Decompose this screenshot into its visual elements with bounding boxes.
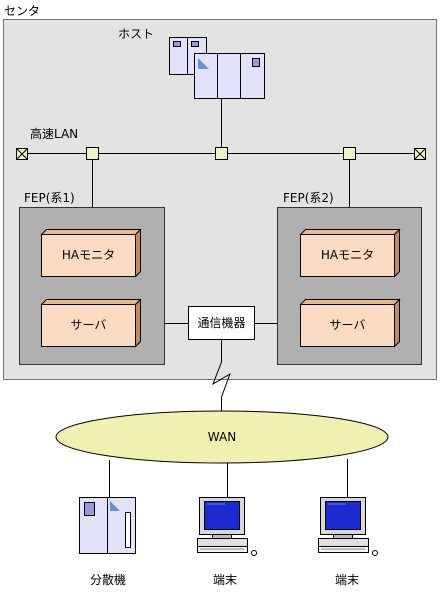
host-icon — [169, 37, 265, 99]
lan-node-fep1 — [86, 147, 99, 160]
host-label: ホスト — [118, 27, 155, 41]
fep2-server-box — [299, 298, 401, 348]
comm-device-label: 通信機器 — [197, 316, 246, 330]
terminal2-label: 端末 — [334, 573, 359, 587]
fep1-server-label: サーバ — [70, 318, 107, 332]
fep1-server-box — [40, 298, 142, 348]
wan-cloud — [55, 410, 389, 464]
comm-device-box — [188, 306, 255, 340]
terminal1-icon — [197, 497, 257, 556]
lan-node-host — [215, 147, 228, 160]
fep1-monitor-box — [40, 228, 142, 278]
center-label: センタ — [4, 4, 41, 18]
lan-terminator-right — [414, 148, 426, 160]
fep1-label: FEP(系1) — [24, 191, 75, 205]
wan-uplink — [212, 340, 231, 411]
terminal1-label: 端末 — [212, 573, 237, 587]
fep2-server-label: サーバ — [329, 318, 366, 332]
fep2-label: FEP(系2) — [283, 191, 334, 205]
lan-terminator-left — [16, 148, 28, 160]
terminal2-icon — [318, 497, 378, 556]
fep1-monitor-label: HAモニタ — [61, 248, 116, 262]
wan-label: WAN — [207, 430, 237, 444]
fep2-monitor-label: HAモニタ — [320, 248, 375, 262]
distributed-machine-icon — [79, 497, 136, 554]
lan-label: 高速LAN — [30, 127, 79, 141]
lan-node-fep2 — [343, 147, 356, 160]
distributed-label: 分散機 — [89, 573, 126, 587]
fep2-monitor-box — [299, 228, 401, 278]
